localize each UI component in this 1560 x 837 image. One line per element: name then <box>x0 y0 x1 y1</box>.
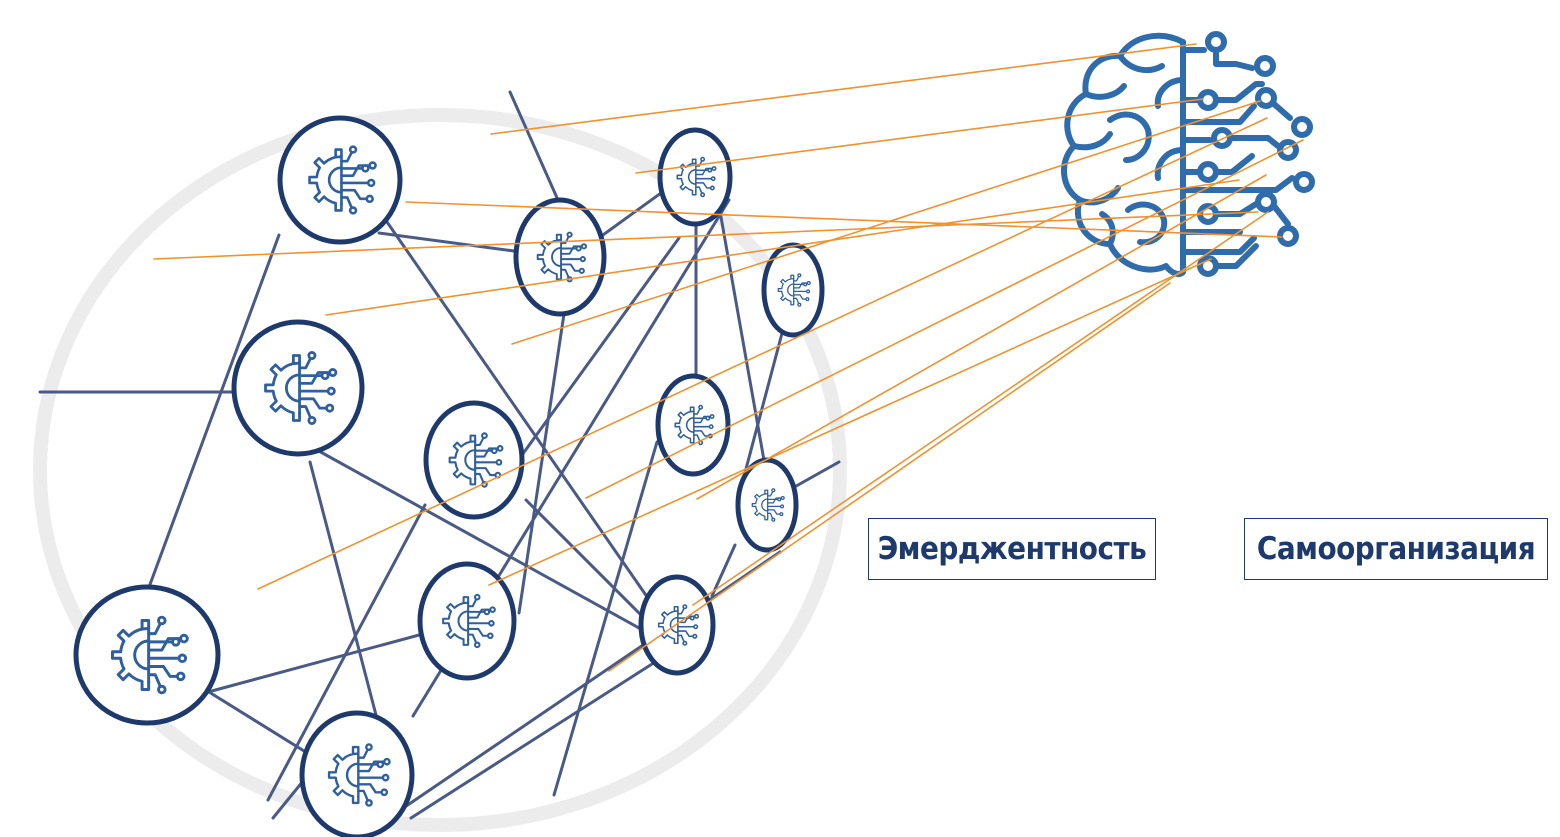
network-node <box>299 710 415 837</box>
network-node <box>423 400 525 520</box>
background-halo <box>33 108 847 832</box>
network-node <box>638 574 716 676</box>
orange-link-line <box>153 211 1259 260</box>
network-edge <box>740 320 787 486</box>
brain-circuit-icon <box>1060 31 1315 277</box>
emergence-label: Эмерджентность <box>868 518 1156 580</box>
network-edge <box>315 448 641 630</box>
network-node <box>657 127 733 227</box>
orange-link-line <box>585 139 1304 499</box>
network-edge <box>206 633 421 694</box>
network-edge <box>409 655 665 820</box>
network-edge <box>266 503 427 802</box>
network-edge <box>143 233 281 600</box>
network-nodes <box>73 115 825 837</box>
emergence-label-text: Эмерджентность <box>877 531 1147 567</box>
network-edge <box>520 236 681 457</box>
network-node <box>417 561 517 681</box>
orange-link-line <box>490 43 1197 135</box>
network-edge <box>508 90 560 202</box>
orange-link-line <box>696 174 1267 500</box>
network-node <box>761 242 825 338</box>
orange-link-line <box>608 282 1171 672</box>
network-node <box>735 457 799 553</box>
network-edge <box>391 550 782 817</box>
network-node <box>231 319 365 457</box>
self-organization-label: Самоорганизация <box>1244 518 1548 580</box>
orange-link-line <box>635 98 1204 174</box>
network-node <box>73 584 221 726</box>
orange-link-line <box>511 100 1261 345</box>
network-node <box>655 373 731 477</box>
network-edge <box>710 543 737 598</box>
orange-links <box>153 43 1304 672</box>
network-node <box>513 197 607 317</box>
self-organization-label-text: Самоорганизация <box>1256 531 1536 567</box>
orange-link-line <box>488 258 1212 586</box>
network-edge <box>552 440 659 797</box>
network-edge <box>308 460 378 717</box>
network-edge <box>517 312 566 615</box>
orange-link-line <box>405 201 1283 238</box>
network-edge <box>524 498 648 622</box>
network-node <box>277 115 403 245</box>
orange-link-line <box>692 211 1269 606</box>
orange-link-line <box>257 117 1268 590</box>
